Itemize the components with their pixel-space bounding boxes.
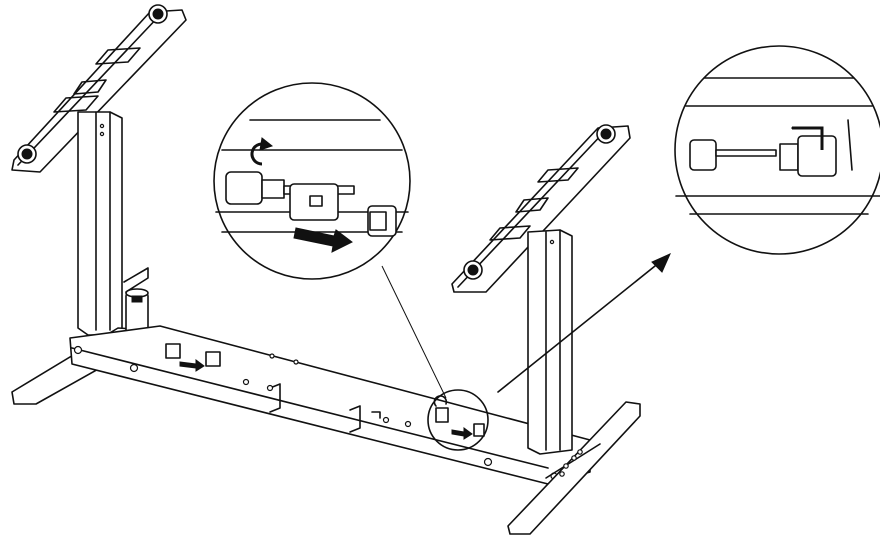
detail-marker-circle: [427, 389, 489, 451]
right-foot: [507, 401, 641, 535]
callout-leader-line: [381, 265, 447, 399]
motor-cylinder: [125, 288, 149, 343]
right-top-bracket: [451, 125, 631, 293]
pointer-arrow: [497, 253, 671, 393]
hex-key-icon: [792, 126, 824, 150]
coupling-detail-callout: [213, 82, 411, 280]
left-column: [77, 111, 123, 336]
leveling-knob-icon: [17, 4, 168, 164]
hex-key-detail-callout: [674, 45, 880, 255]
leveling-knob-icon: [463, 124, 616, 280]
push-right-arrow-icon: [293, 227, 353, 253]
right-column: [527, 229, 573, 455]
rotate-counterclockwise-icon: [250, 137, 274, 166]
crossbar: [69, 325, 591, 485]
crossbar-coupling-left: [165, 343, 221, 372]
